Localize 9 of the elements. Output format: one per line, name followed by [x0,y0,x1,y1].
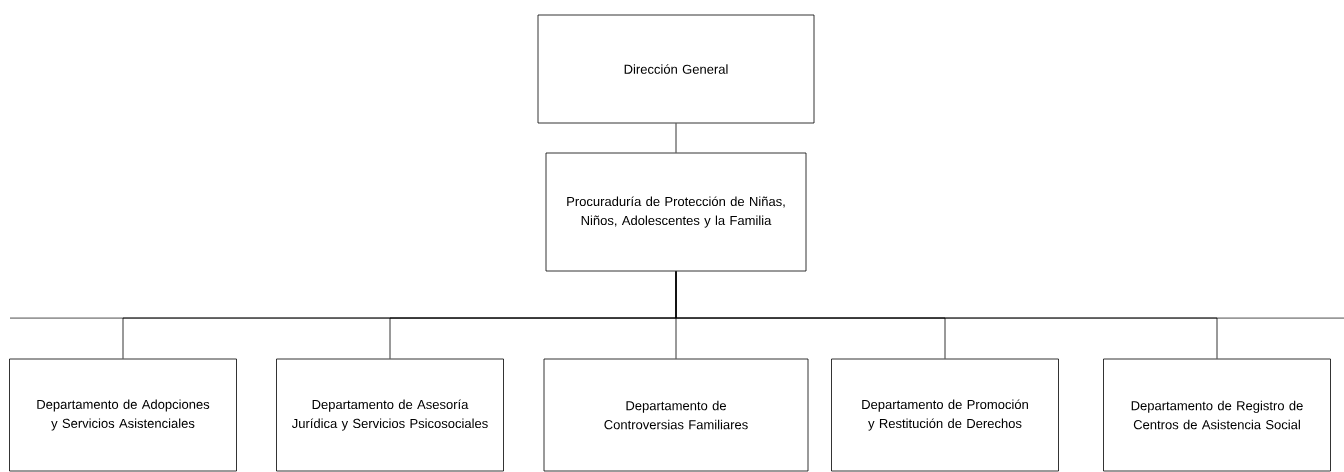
org-box: Departamento de Asesoría Jurídica y Servicios Psicosociales [276,358,504,472]
org-box: Departamento de Promoción y Restitución de Derechos [831,358,1059,472]
org-box: Departamento de Controversias Familiares [543,358,809,472]
org-box: Departamento de Registro de Centros de Asistencia Social [1103,358,1331,472]
org-box: Procuraduría de Protección de Niñas, Niños, Adolescentes y la Familia [545,152,807,272]
org-box: Departamento de Adopciones y Servicios Asistenciales [9,358,237,472]
connector-line [675,271,1218,359]
connector-line [675,123,677,153]
org-box: Dirección General [537,14,815,124]
